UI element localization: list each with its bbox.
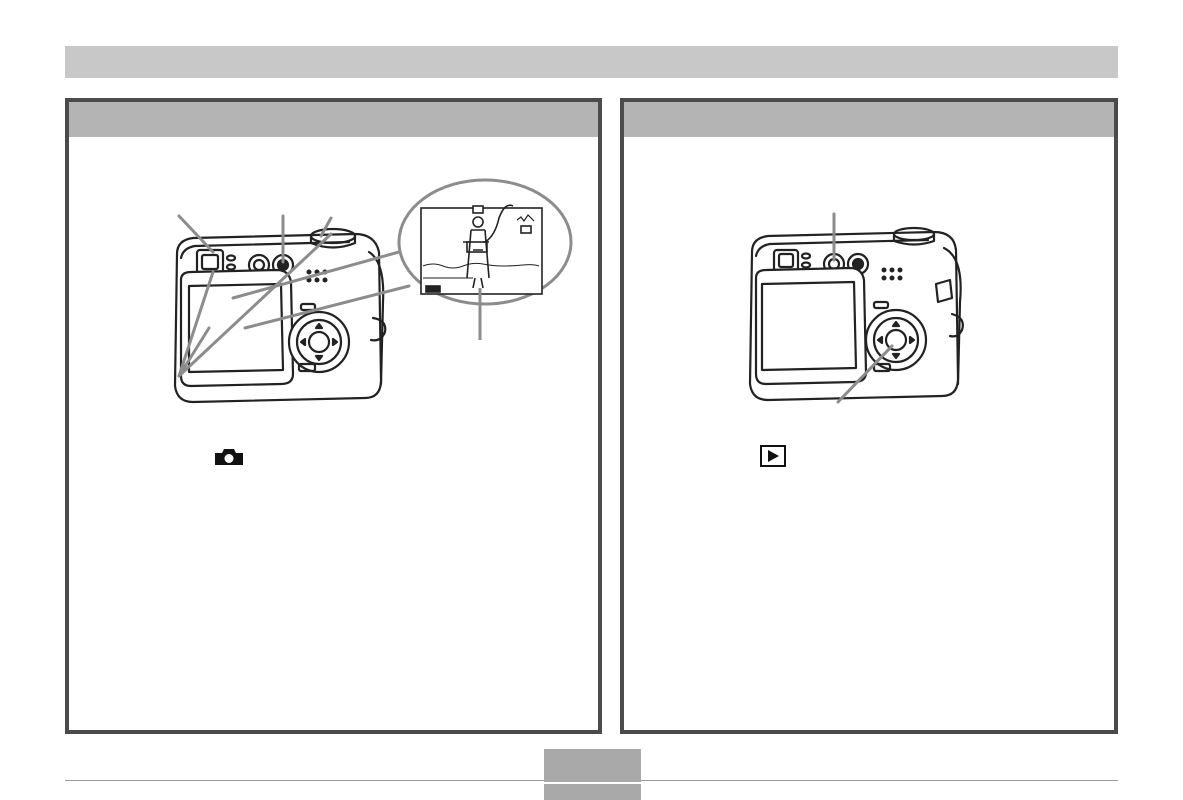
camera-rear-illustration-record [173, 178, 573, 404]
chapter-header-bar [65, 46, 1118, 78]
play-icon [760, 445, 786, 467]
page-number-tab-lower [544, 784, 641, 800]
camera-icon [215, 449, 243, 465]
page-number-tab [544, 749, 641, 782]
record-mode-panel [65, 98, 602, 734]
camera-rear-illustration-playback [748, 212, 964, 404]
playback-mode-panel [620, 98, 1118, 734]
playback-mode-panel-header [624, 102, 1114, 137]
record-mode-panel-header [69, 102, 598, 137]
